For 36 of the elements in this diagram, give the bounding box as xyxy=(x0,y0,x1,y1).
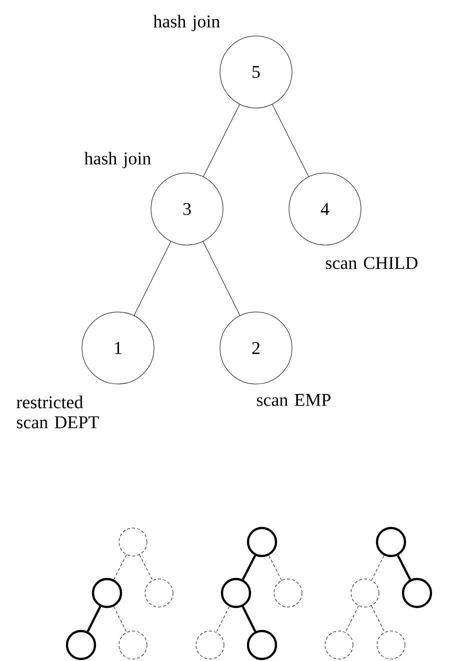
tree-edge xyxy=(216,606,230,632)
plan-circle xyxy=(376,630,406,660)
tree-edge xyxy=(272,104,309,177)
tree-edge xyxy=(396,554,412,580)
plan-circle xyxy=(220,578,252,608)
plan-circle xyxy=(350,578,380,608)
tree-edge xyxy=(114,606,127,632)
tree-edge xyxy=(203,104,240,177)
tree-edge xyxy=(202,241,240,316)
operator-label: hash join xyxy=(84,152,151,168)
plan-circle xyxy=(66,630,96,660)
tree-edge xyxy=(242,554,256,580)
tree-edge xyxy=(371,555,384,581)
operator-label: scan CHILD xyxy=(326,256,418,270)
tree-edge xyxy=(114,554,127,580)
operator-label: restricted scan DEPT xyxy=(16,396,99,428)
plan-circle xyxy=(274,578,302,608)
tree-edge xyxy=(139,554,153,581)
plan-circle xyxy=(324,630,354,660)
tree-edge xyxy=(86,606,102,632)
tree-edge xyxy=(242,606,256,632)
plan-circle xyxy=(246,630,278,660)
plan-circle xyxy=(246,526,278,558)
plan-circle xyxy=(118,630,148,660)
tree-edge xyxy=(345,606,359,632)
tree-edge xyxy=(134,241,172,316)
plan-circle xyxy=(196,630,224,660)
plan-circle xyxy=(376,526,406,558)
plan-circle xyxy=(118,528,148,556)
tree-edge xyxy=(268,555,282,581)
operator-label: scan EMP xyxy=(256,394,330,406)
plan-circle xyxy=(402,578,432,608)
plan-circle xyxy=(144,578,174,608)
tree-edge xyxy=(371,606,385,632)
operator-label: hash join xyxy=(153,14,220,32)
plan-circle xyxy=(92,578,122,608)
